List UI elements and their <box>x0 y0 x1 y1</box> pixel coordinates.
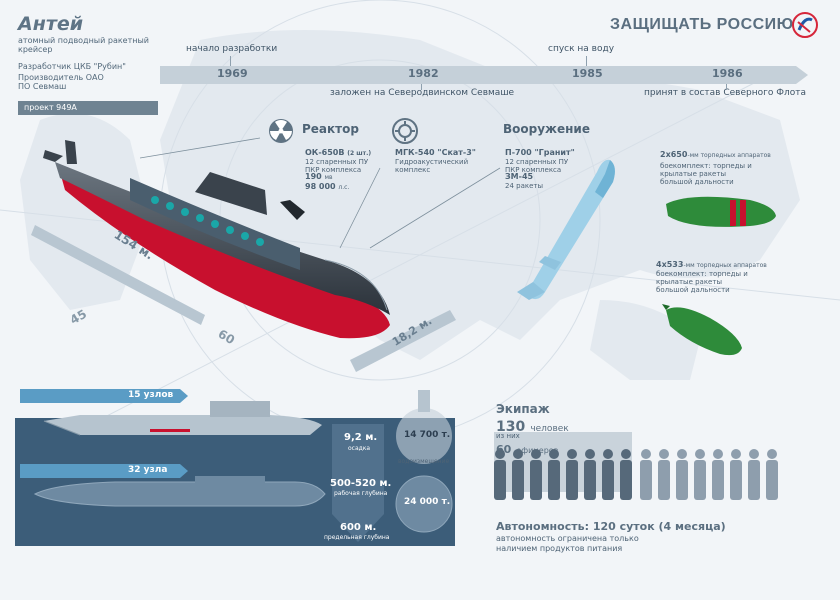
working-depth-value: 500-520 м. <box>330 478 392 489</box>
missile-count: 24 ракеты <box>505 182 544 190</box>
reactor-power-mw-value: 190 <box>305 172 322 181</box>
submarine-subtitle: атомный подводный ракетный крейсер <box>18 36 150 54</box>
torpedo1-illustration <box>666 196 776 227</box>
brand-logo <box>792 12 818 38</box>
max-depth-value: 600 м. <box>340 522 377 533</box>
timeline-bar <box>160 66 808 84</box>
length-arrow <box>31 225 205 325</box>
autonomy-note: автономность ограничена только наличием … <box>496 534 639 553</box>
sonar-name: МГК-540 "Скат-3" <box>395 148 476 157</box>
timeline-year-1969: 1969 <box>217 67 248 80</box>
crew-count-value: 130 <box>496 419 526 435</box>
submarine-illustration <box>43 140 390 339</box>
reactor-note: 12 спаренных ПУ ПКР комплекса <box>305 158 369 174</box>
reactor-power-mw-unit: мв <box>324 174 333 181</box>
draft-label: осадка <box>348 445 371 452</box>
reactor-power-hp: 98 000 л.с. <box>305 182 349 191</box>
developer-text: Разработчик ЦКБ "Рубин" <box>18 62 126 71</box>
torpedo2-desc: боекомплект: торпеды и крылатые ракеты б… <box>656 270 748 294</box>
timeline-tick <box>421 84 422 90</box>
timeline-tick <box>726 84 727 90</box>
autonomy-value: 120 суток (4 месяца) <box>592 520 726 533</box>
torpedo1-title-suffix: -мм торпедных аппаратов <box>687 152 771 159</box>
cross-section-diagram <box>395 390 453 533</box>
reactor-power-hp-value: 98 000 <box>305 182 336 191</box>
reactor-title: Реактор <box>302 122 359 136</box>
surface-displacement: 14 700 т. <box>404 430 451 440</box>
submerged-displacement: 24 000 т. <box>404 497 451 507</box>
crew-title: Экипаж <box>496 402 550 416</box>
missile-desc: 12 спаренных ПУ ПКР комплекса <box>505 158 569 174</box>
gear-icon <box>392 118 418 144</box>
max-depth-label: предельная глубина <box>324 534 390 541</box>
missile-name: П-700 "Гранит" <box>505 148 575 157</box>
timeline-label-1985: спуск на воду <box>548 44 615 54</box>
timeline-label-1986: принят в состав Северного Флота <box>644 88 806 98</box>
leader-lines <box>140 137 501 249</box>
timeline-tick <box>230 56 231 66</box>
submarine-name: Антей <box>18 13 84 35</box>
torpedo2-illustration <box>662 304 742 356</box>
missile-code: ЗМ-45 <box>505 172 534 181</box>
working-depth-label: рабочая глубина <box>334 490 388 497</box>
torpedo1-title-value: 2х650 <box>660 150 688 159</box>
torpedo1-desc: боекомплект: торпеды и крылатые ракеты б… <box>660 162 752 186</box>
reactor-power-mw: 190 мв <box>305 172 333 181</box>
surface-speed: 15 узлов <box>128 390 174 400</box>
reactor-model-name: ОК-650В <box>305 148 345 157</box>
crew-count: 130 человек <box>496 416 569 435</box>
depth-arrow <box>332 424 384 542</box>
armament-title: Вооружение <box>503 122 590 136</box>
torpedo1-title: 2х650-мм торпедных аппаратов <box>660 150 771 159</box>
timeline-year-1985: 1985 <box>572 67 603 80</box>
autonomy-line: Автономность: 120 суток (4 месяца) <box>496 520 726 533</box>
sonar-desc: Гидроакустический комплекс <box>395 158 469 174</box>
autonomy-title: Автономность: <box>496 520 589 533</box>
reactor-power-hp-unit: л.с. <box>338 184 350 191</box>
title-block: Антей атомный подводный ракетный крейсер… <box>18 14 158 118</box>
reactor-model: ОК-650В (2 шт.) <box>305 148 371 157</box>
crew-count-label: человек <box>530 424 569 434</box>
timeline-year-1986: 1986 <box>712 67 743 80</box>
crew-silhouettes <box>494 449 778 500</box>
torpedo2-title-value: 4х533 <box>656 260 684 269</box>
submerged-speed-arrow <box>20 464 188 478</box>
submerged-speed: 32 узла <box>128 465 168 475</box>
surface-speed-arrow <box>20 389 188 403</box>
radiation-icon <box>269 119 293 143</box>
torpedo2-title-suffix: -мм торпедных аппаратов <box>683 262 767 269</box>
surface-submarine-profile <box>43 401 322 436</box>
missile-illustration <box>517 159 615 300</box>
reactor-model-qty: (2 шт.) <box>347 150 372 157</box>
crew-of-them: из них <box>496 432 520 440</box>
displacement-label: водоизмещение <box>398 458 450 465</box>
project-label: проект 949А <box>18 101 158 115</box>
width-arrow <box>350 310 456 372</box>
brand-title: ЗАЩИЩАТЬ РОССИЮ <box>610 16 794 33</box>
manufacturer-text: Производитель ОАО ПО Севмаш <box>18 73 104 91</box>
timeline-tick <box>586 56 587 66</box>
torpedo2-title: 4х533-мм торпедных аппаратов <box>656 260 767 269</box>
draft-value: 9,2 м. <box>344 432 378 443</box>
timeline-label-1982: заложен на Северодвинском Севмаше <box>330 88 515 98</box>
timeline-year-1982: 1982 <box>408 67 439 80</box>
timeline-label-1969: начало разработки <box>186 44 278 54</box>
